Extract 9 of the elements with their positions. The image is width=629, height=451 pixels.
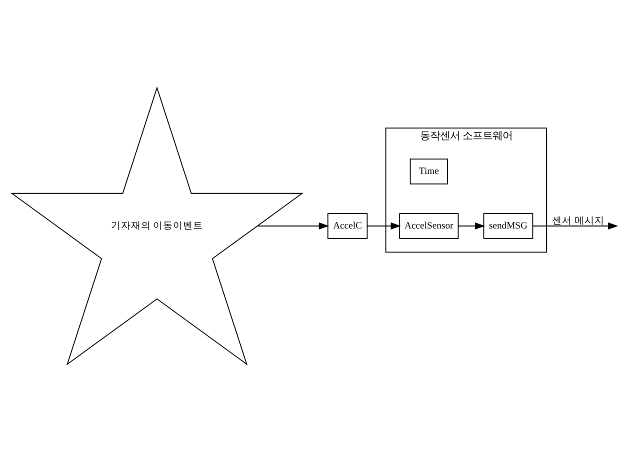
arrow — [366, 222, 401, 230]
node-box: AccelSensor — [399, 212, 459, 238]
arrow — [532, 222, 618, 230]
arrow — [257, 222, 329, 230]
edge-label: 센서 메시지 — [552, 214, 604, 226]
node-box: AccelC — [327, 212, 368, 238]
node-box: Time — [410, 158, 448, 184]
arrow — [458, 222, 486, 230]
node-box: sendMSG — [483, 212, 534, 238]
